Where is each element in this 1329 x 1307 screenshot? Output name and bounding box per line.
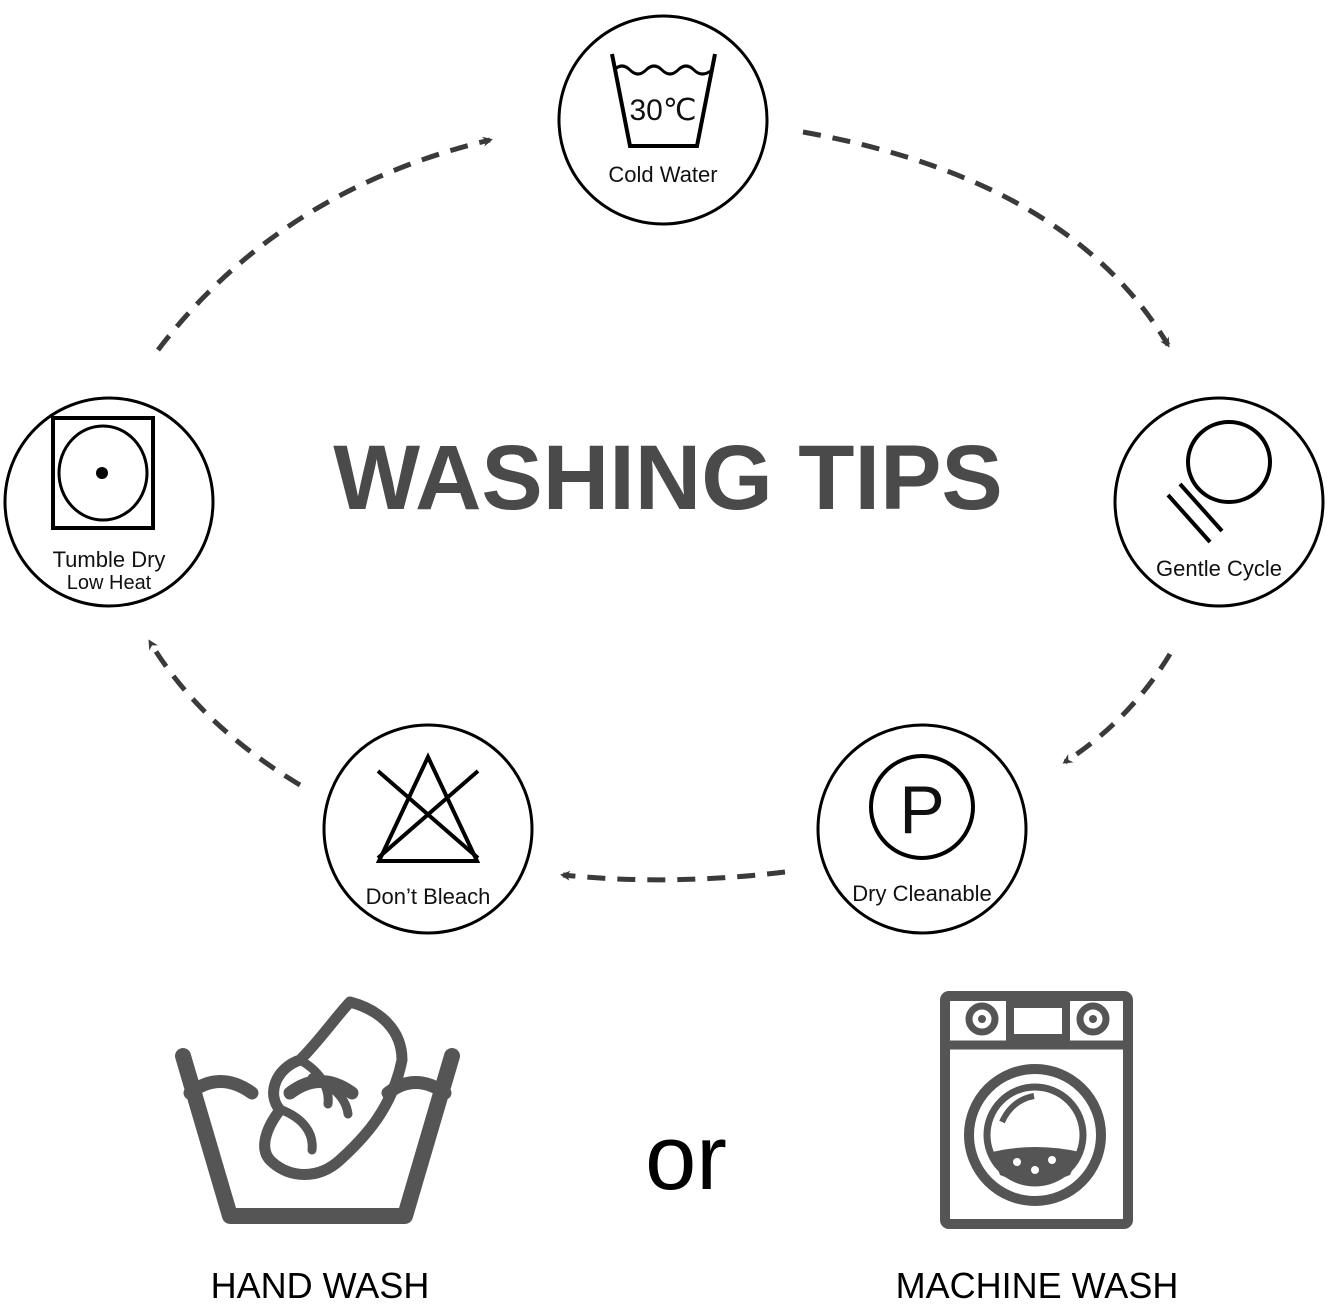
tumble-dry-icon (51, 416, 155, 530)
arrow-tumble-to-cold (156, 136, 493, 352)
gentle-cycle-icon (1166, 420, 1272, 544)
cold-water-label: Cold Water (608, 162, 717, 187)
dont-bleach-symbol: Don’t Bleach (322, 723, 534, 935)
tumble-dry-symbol: Tumble Dry Low Heat (3, 396, 215, 608)
washing-machine-icon (940, 991, 1133, 1229)
hand-wash-icon (175, 996, 460, 1224)
cold-water-symbol: 30℃ Cold Water (557, 14, 769, 226)
hand-wash-label: HAND WASH (211, 1265, 430, 1306)
dry-clean-letter: P (899, 772, 944, 848)
temperature-label: 30℃ (629, 94, 696, 127)
gentle-cycle-symbol: Gentle Cycle (1113, 396, 1325, 608)
tumble-dry-label: Tumble Dry (53, 547, 166, 572)
arrow-gentle-to-dry (1062, 652, 1173, 765)
dry-cleanable-symbol: P Dry Cleanable (816, 723, 1028, 935)
no-bleach-icon (375, 752, 481, 863)
hand-wash-symbol (175, 996, 460, 1224)
arrow-bleach-to-tumble (147, 639, 302, 788)
page-title: WASHING TIPS (333, 427, 1003, 529)
low-heat-label: Low Heat (67, 572, 152, 594)
arrow-cold-to-gentle (802, 129, 1171, 348)
wash-basin-icon (610, 53, 717, 148)
dont-bleach-label: Don’t Bleach (366, 884, 491, 909)
cycle-arrows (147, 129, 1173, 883)
or-connector: or (645, 1107, 727, 1209)
gentle-cycle-label: Gentle Cycle (1156, 556, 1282, 581)
machine-wash-label: MACHINE WASH (896, 1265, 1179, 1306)
dry-cleanable-label: Dry Cleanable (852, 881, 991, 906)
arrow-dry-to-bleach (560, 869, 786, 883)
dry-clean-p-icon (869, 754, 975, 860)
